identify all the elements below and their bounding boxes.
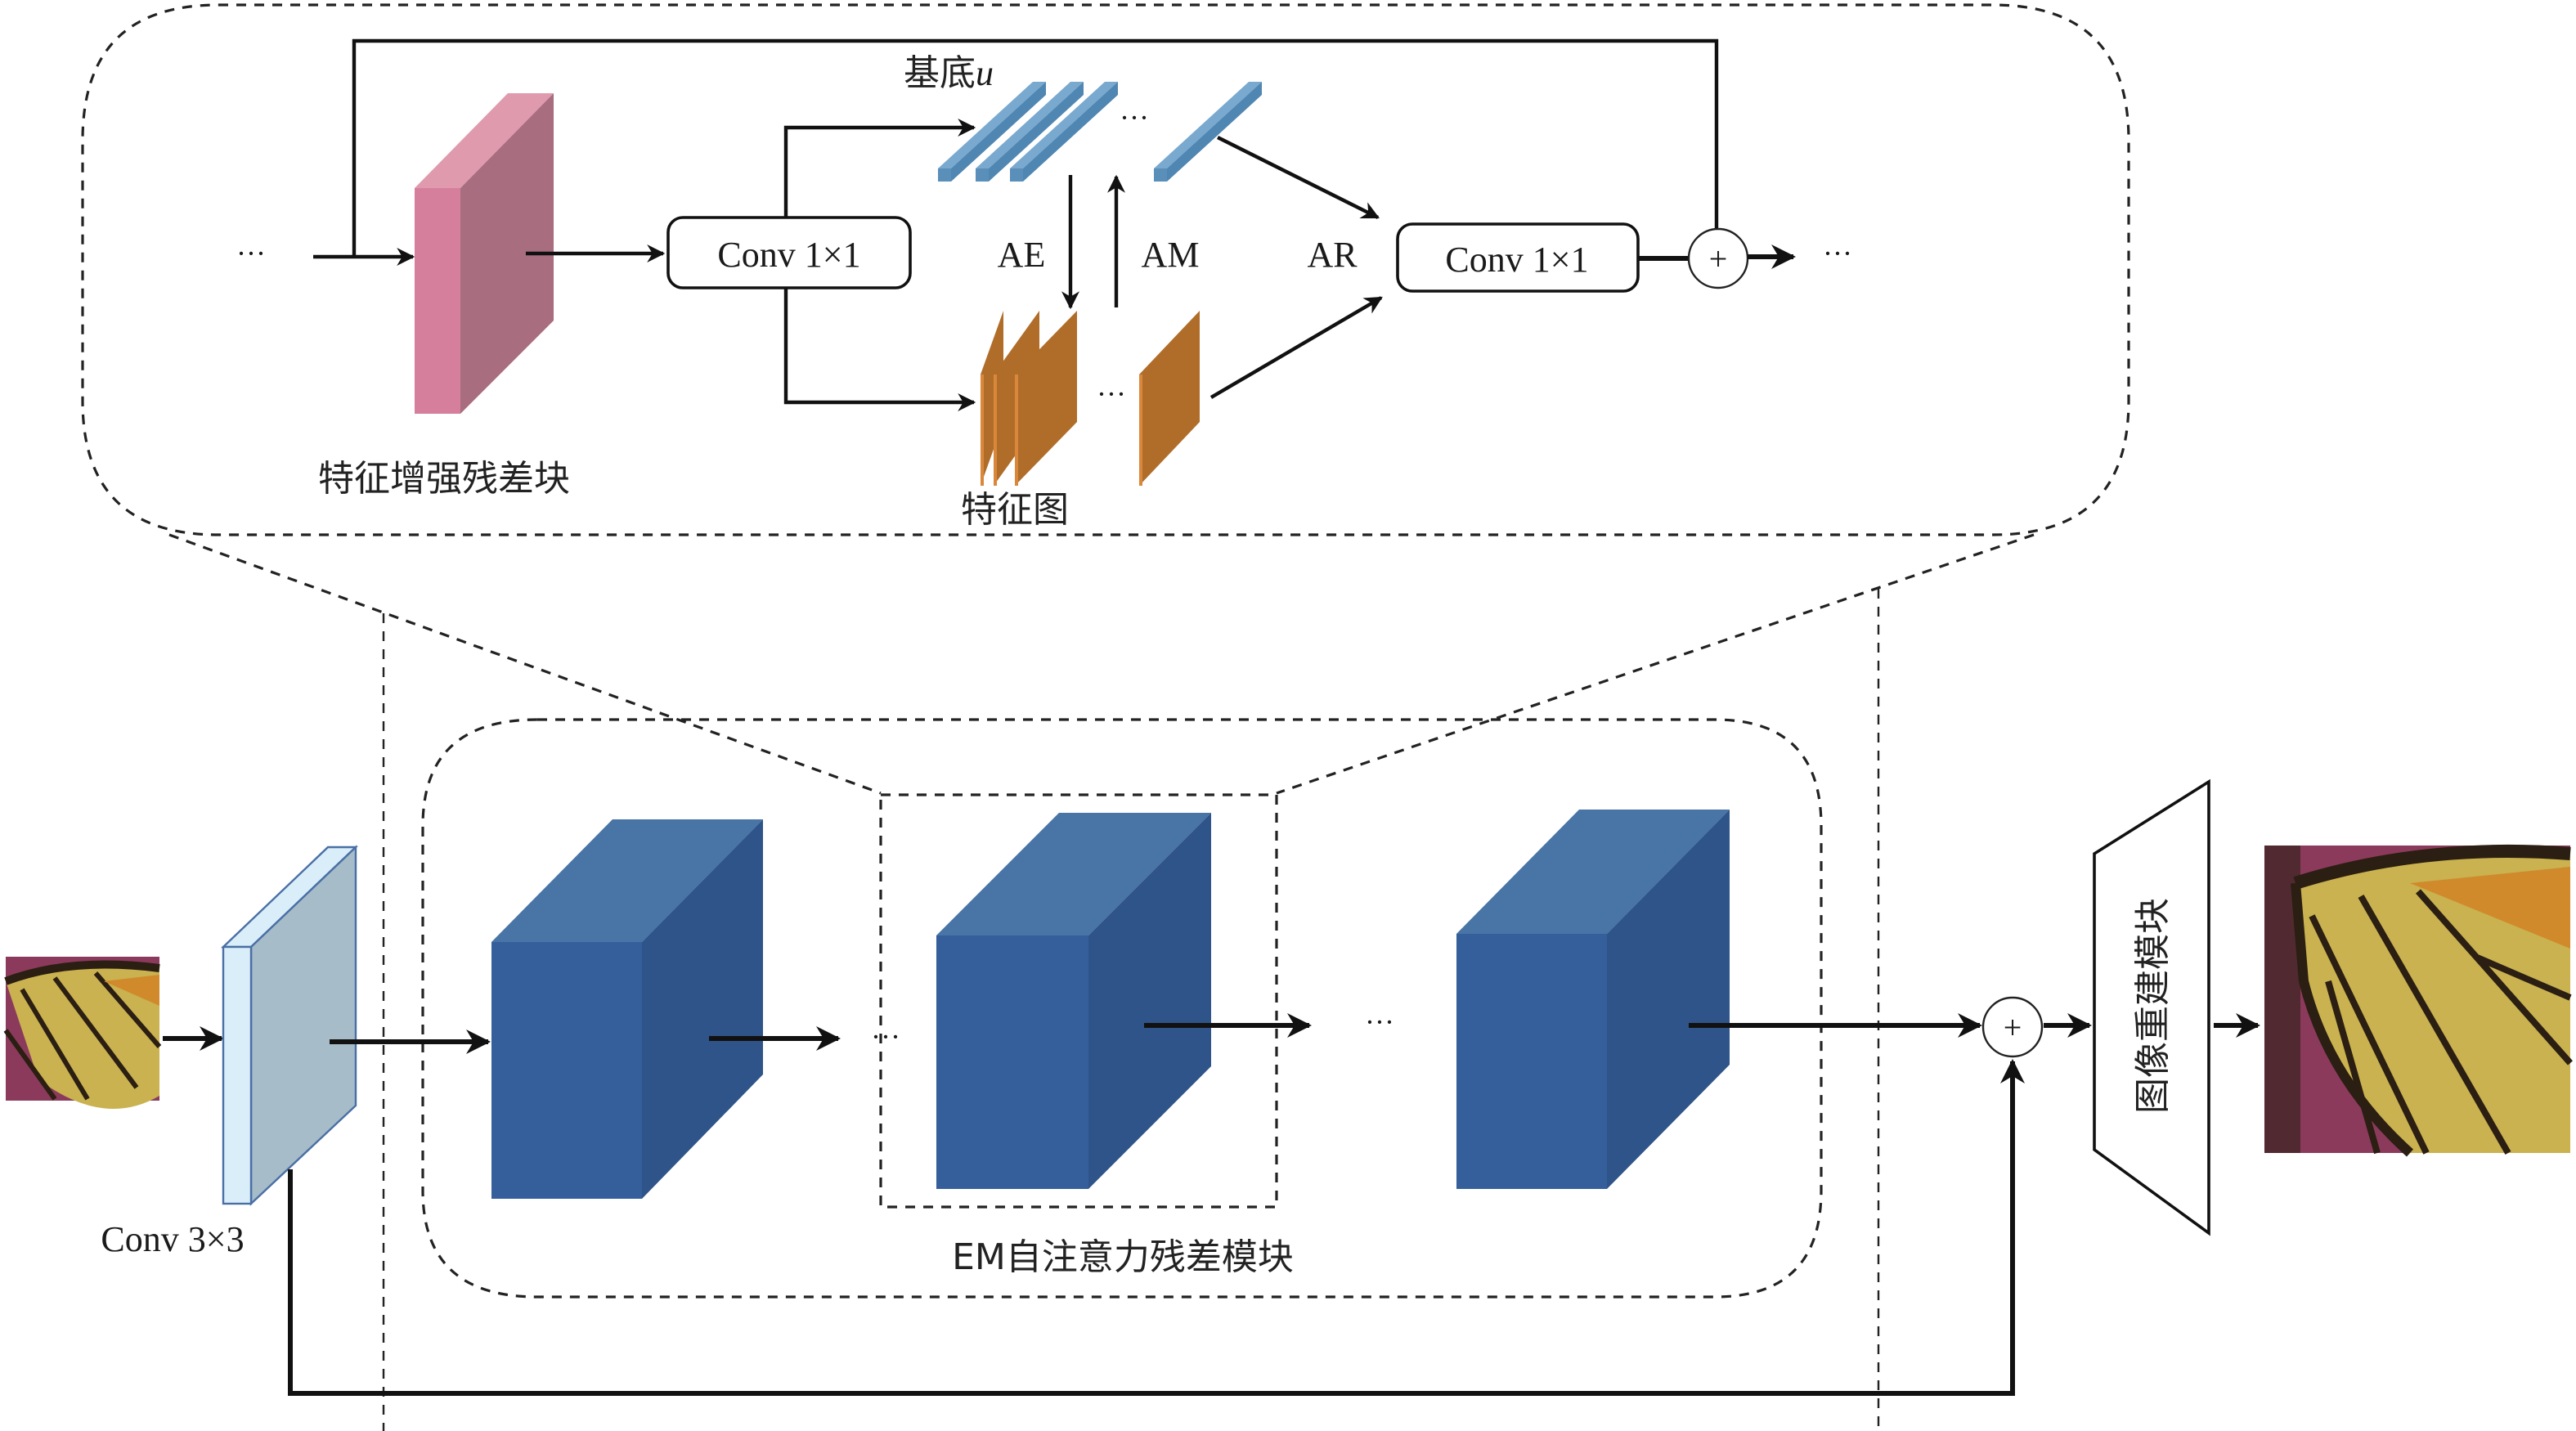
basis-bar bbox=[1010, 82, 1118, 182]
feature-map-plate bbox=[981, 311, 1003, 486]
conv3-front bbox=[222, 945, 253, 1205]
em-residual-block-2 bbox=[936, 813, 1211, 1189]
basis-bar bbox=[1154, 82, 1262, 182]
feature-map-label: 特征图 bbox=[961, 489, 1069, 531]
add-symbol-bottom: + bbox=[2004, 1009, 2022, 1046]
basis-bar bbox=[976, 82, 1084, 182]
skip-connection-top bbox=[352, 38, 1719, 257]
ae-label: AE bbox=[998, 235, 1046, 275]
feature-maps bbox=[981, 311, 1200, 486]
pink-block-side bbox=[460, 93, 554, 414]
input-image bbox=[3, 957, 162, 1109]
input-ellipsis: ··· bbox=[236, 237, 266, 270]
branch-to-features bbox=[783, 288, 976, 411]
conv1x1-a-label: Conv 1×1 bbox=[717, 235, 860, 275]
feature-ellipsis: ··· bbox=[1097, 378, 1126, 410]
feature-enhancement-module: ··· Conv 1×1 bbox=[81, 3, 2130, 536]
zoom-guide-left bbox=[168, 533, 882, 795]
image-reconstruction-module bbox=[2093, 778, 2210, 1236]
basis-bars bbox=[938, 82, 1262, 182]
em-module-border bbox=[421, 718, 1823, 1299]
branch-to-basis bbox=[783, 119, 976, 218]
ellipsis-1: ··· bbox=[871, 1021, 900, 1053]
output-ellipsis: ··· bbox=[1823, 237, 1852, 270]
em-residual-block-3 bbox=[1456, 810, 1730, 1189]
em-highlight-box bbox=[879, 793, 1278, 1209]
pink-block-front bbox=[415, 188, 460, 414]
conv1x1-b-label: Conv 1×1 bbox=[1445, 240, 1588, 280]
basis-label: 基底u bbox=[904, 52, 994, 94]
ellipsis-2: ··· bbox=[1365, 1006, 1394, 1038]
feature-enhancement-label: 特征增强残差块 bbox=[318, 458, 570, 500]
add-symbol-top: + bbox=[1709, 240, 1728, 277]
features-to-ar-arrow bbox=[1209, 296, 1383, 399]
top-module-border bbox=[81, 3, 2130, 536]
pink-block-top bbox=[415, 93, 554, 188]
conv3x3-layer bbox=[221, 845, 358, 1206]
basis-to-ar-arrow bbox=[1217, 136, 1380, 219]
basis-bar bbox=[938, 82, 1046, 182]
conv3x3-label: Conv 3×3 bbox=[101, 1219, 244, 1259]
em-module-label: EM自注意力残差模块 bbox=[952, 1236, 1294, 1278]
output-image bbox=[2264, 844, 2573, 1157]
feature-enhancement-block bbox=[415, 93, 554, 414]
am-label: AM bbox=[1142, 235, 1200, 275]
basis-ellipsis: ··· bbox=[1120, 101, 1149, 134]
feature-map-plate bbox=[1015, 311, 1077, 486]
em-residual-block-1 bbox=[491, 819, 763, 1199]
add-circle-bottom bbox=[1981, 996, 2044, 1058]
ar-label: AR bbox=[1307, 235, 1358, 275]
zoom-guide-right bbox=[1276, 533, 2035, 795]
conv3-side bbox=[249, 845, 357, 1206]
feature-map-plate bbox=[1139, 311, 1200, 486]
image-reconstruction-label: 图像重建模块 bbox=[2132, 898, 2174, 1114]
global-skip-connection bbox=[288, 1059, 2025, 1396]
conv1x1-a bbox=[666, 216, 912, 289]
